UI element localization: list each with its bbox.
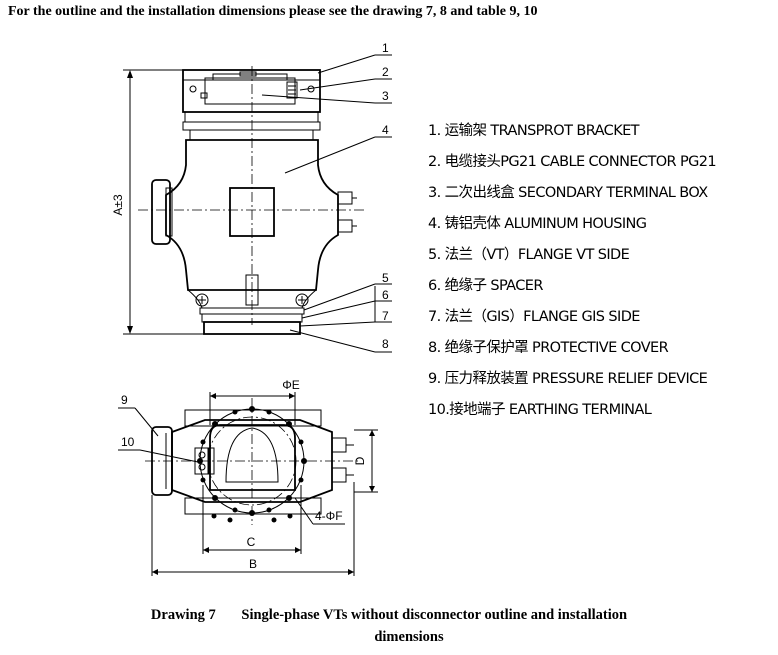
legend-item-protective-cover: 8. 绝缘子保护罩 PROTECTIVE COVER [428,340,669,356]
parts-legend: 1. 运输架 TRANSPROT BRACKET 2. 电缆接头PG21 CAB… [428,120,717,430]
callout-8: 8 [382,337,389,351]
dimension-a-label: A±3 [111,194,125,216]
legend-item-aluminum-housing: 4. 铸铝壳体 ALUMINUM HOUSING [428,216,647,232]
legend-item-secondary-terminal-box: 3. 二次出线盒 SECONDARY TERMINAL BOX [428,185,708,201]
figure-caption: Drawing 7 Single-phase VTs without disco… [0,604,778,648]
legend-item-flange-vt-side: 5. 法兰（VT）FLANGE VT SIDE [428,247,630,263]
caption-number: Drawing 7 [150,607,216,623]
callout-9: 9 [121,393,128,407]
right-stud-bottom [331,467,347,483]
page-header: For the outline and the installation dim… [8,4,538,19]
inner-window [209,424,296,491]
dimension-phi-e: ΦE [282,378,300,392]
callout-1: 1 [382,41,389,55]
legend-item-spacer: 6. 绝缘子 SPACER [428,278,543,294]
housing-top-view [171,419,333,503]
gis-flange [203,321,301,335]
callout-4: 4 [382,123,389,137]
legend-item-earthing-terminal: 10.接地端子 EARTHING TERMINAL [428,402,652,418]
callout-10: 10 [121,435,135,449]
callout-7: 7 [382,309,389,323]
flange-bolts [197,406,307,523]
right-stud-lower [337,219,353,233]
legend-item-cable-connector: 2. 电缆接头PG21 CABLE CONNECTOR PG21 [428,154,717,170]
left-lifting-lug [195,293,209,307]
legend-item-pressure-relief-device: 9. 压力释放装置 PRESSURE RELIEF DEVICE [428,371,708,387]
dimension-4-phi-f: 4-ΦF [315,509,343,523]
right-stud-upper [337,191,353,205]
front-view: A±3 [111,66,365,335]
callout-2: 2 [382,65,389,79]
callout-5: 5 [382,271,389,285]
legend-item-flange-gis-side: 7. 法兰（GIS）FLANGE GIS SIDE [428,309,640,325]
left-flange [151,179,171,245]
dimension-c: C [247,535,256,549]
right-stud-top [331,437,347,453]
dimension-d: D [353,456,367,465]
callout-6: 6 [382,288,389,302]
dimension-b: B [249,557,257,571]
right-lifting-lug [295,293,309,307]
caption-title: Single-phase VTs without disconnector ou… [241,607,628,623]
secondary-terminal-box [204,77,296,105]
top-view: ΦE 4-ΦF C B D [145,378,378,576]
cable-connector [286,81,298,99]
caption-title-line2: dimensions [374,629,444,645]
legend-item-transport-bracket: 1. 运输架 TRANSPROT BRACKET [428,123,640,139]
callouts: 1 2 3 4 5 6 7 8 9 10 [118,41,392,463]
callout-3: 3 [382,89,389,103]
